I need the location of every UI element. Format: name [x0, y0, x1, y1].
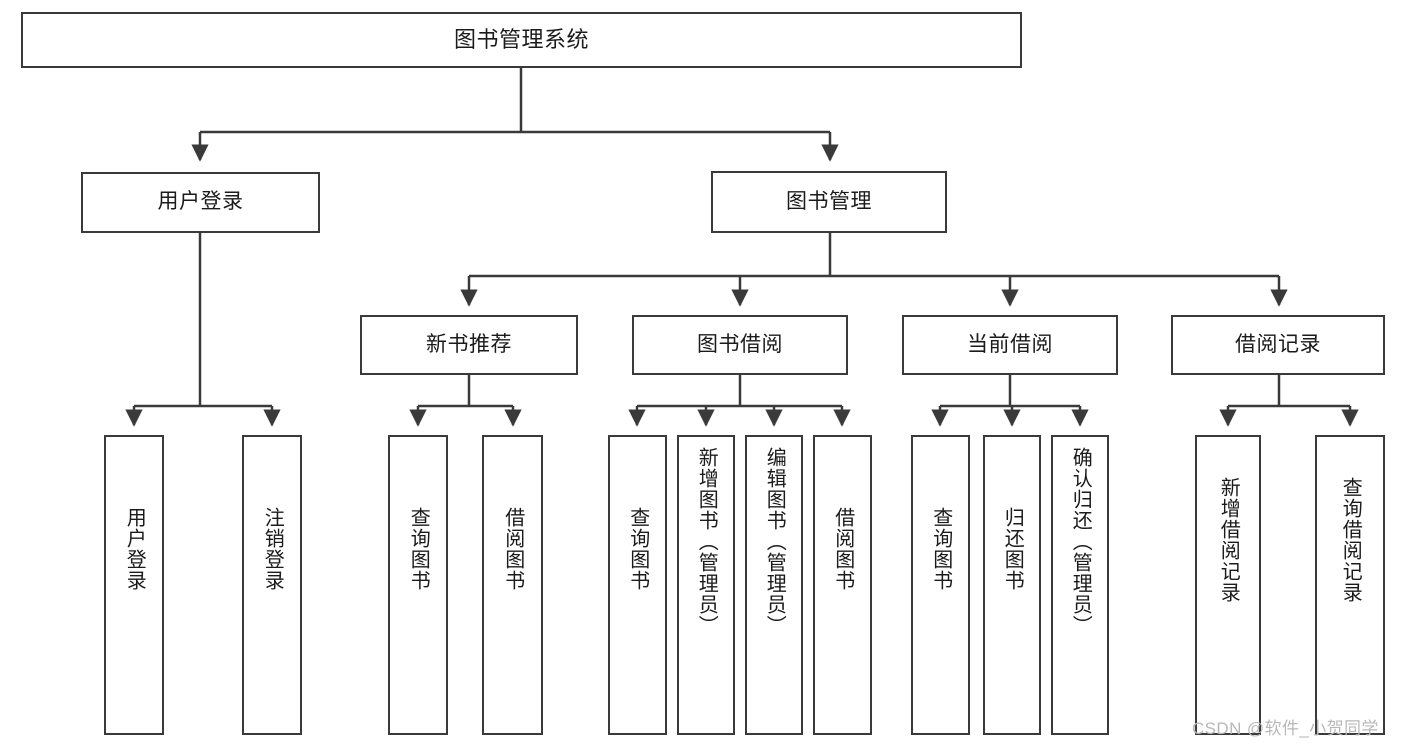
leaf-confirm-return[interactable]: 确认归还（管理员）	[1051, 435, 1109, 735]
node-borrow-record-label: 借阅记录	[1235, 332, 1321, 356]
leaf-confirm-return-label: 确认归还（管理员）	[1069, 447, 1092, 636]
node-user-login-label: 用户登录	[157, 190, 244, 214]
node-new-book-recommend-label: 新书推荐	[426, 332, 512, 356]
leaf-add-book-label: 新增图书（管理员）	[695, 447, 718, 636]
leaf-query-record-label: 查询借阅记录	[1339, 477, 1362, 603]
node-current-borrow[interactable]: 当前借阅	[902, 315, 1118, 375]
node-borrow-record[interactable]: 借阅记录	[1171, 315, 1385, 375]
leaf-query-record[interactable]: 查询借阅记录	[1315, 435, 1385, 735]
leaf-edit-book-label: 编辑图书（管理员）	[763, 447, 786, 636]
leaf-user-login[interactable]: 用户登录	[104, 435, 164, 735]
node-root[interactable]: 图书管理系统	[21, 12, 1022, 68]
leaf-query-book-3-label: 查询图书	[929, 507, 952, 591]
leaf-query-book-1-label: 查询图书	[407, 507, 430, 591]
node-book-borrow[interactable]: 图书借阅	[632, 315, 848, 375]
leaf-query-book-1[interactable]: 查询图书	[388, 435, 448, 735]
node-user-login[interactable]: 用户登录	[81, 172, 320, 233]
leaf-logout[interactable]: 注销登录	[242, 435, 302, 735]
leaf-query-book-3[interactable]: 查询图书	[911, 435, 970, 735]
node-root-label: 图书管理系统	[453, 27, 589, 53]
leaf-logout-label: 注销登录	[261, 507, 284, 591]
leaf-borrow-book-2-label: 借阅图书	[831, 507, 854, 591]
leaf-add-record-label: 新增借阅记录	[1217, 477, 1240, 603]
node-book-borrow-label: 图书借阅	[697, 332, 783, 356]
node-current-borrow-label: 当前借阅	[967, 332, 1053, 356]
node-book-manage-label: 图书管理	[786, 189, 872, 213]
leaf-user-login-label: 用户登录	[123, 507, 146, 591]
leaf-edit-book[interactable]: 编辑图书（管理员）	[745, 435, 803, 735]
node-book-manage[interactable]: 图书管理	[711, 171, 947, 233]
csdn-watermark: CSDN @软件_小贺同学	[1192, 719, 1379, 738]
leaf-query-book-2-label: 查询图书	[626, 507, 649, 591]
leaf-borrow-book-2[interactable]: 借阅图书	[813, 435, 872, 735]
leaf-add-book[interactable]: 新增图书（管理员）	[677, 435, 735, 735]
node-new-book-recommend[interactable]: 新书推荐	[360, 315, 578, 375]
leaf-query-book-2[interactable]: 查询图书	[608, 435, 667, 735]
leaf-return-book[interactable]: 归还图书	[983, 435, 1041, 735]
leaf-return-book-label: 归还图书	[1001, 507, 1024, 591]
leaf-borrow-book-1-label: 借阅图书	[501, 507, 524, 591]
leaf-borrow-book-1[interactable]: 借阅图书	[482, 435, 543, 735]
leaf-add-record[interactable]: 新增借阅记录	[1195, 435, 1261, 735]
